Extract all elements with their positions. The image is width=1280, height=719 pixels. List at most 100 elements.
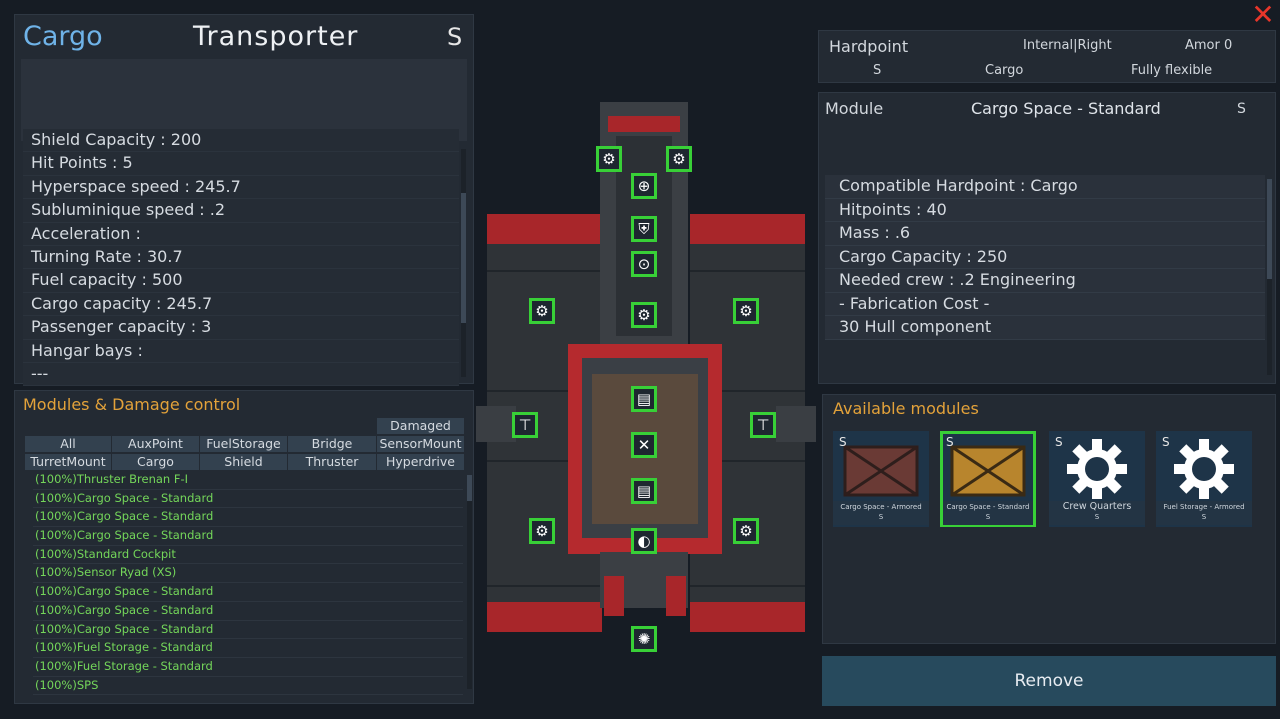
module-list-item[interactable]: (100%)Cargo Space - Standard xyxy=(33,508,463,528)
module-list-item[interactable]: (100%)Cargo Space - Standard xyxy=(33,527,463,546)
filter-damaged[interactable]: Damaged xyxy=(377,418,464,434)
filter-shield[interactable]: Shield xyxy=(200,454,287,470)
module-list-item[interactable]: (100%)Standard Cockpit xyxy=(33,546,463,565)
stat-fuel-capacity: Fuel capacity : 500 xyxy=(23,269,459,293)
card-label-background xyxy=(1156,501,1252,525)
filter-turretmount[interactable]: TurretMount xyxy=(25,454,111,470)
module-info-row: Hitpoints : 40 xyxy=(825,198,1265,222)
module-list-item[interactable]: (100%)Fuel Storage - Standard xyxy=(33,658,463,677)
cargo-crate-armored-icon xyxy=(843,445,919,497)
hardpoint-title: Hardpoint xyxy=(829,37,909,56)
card-label-background xyxy=(833,501,929,525)
gear-icon[interactable]: ⚙ xyxy=(733,518,759,544)
close-icon[interactable]: ✕ xyxy=(1251,0,1275,31)
gear-icon[interactable]: ⚙ xyxy=(631,302,657,328)
engine-icon[interactable]: ✺ xyxy=(631,626,657,652)
module-size: S xyxy=(1237,101,1246,117)
modules-damage-panel: Modules & Damage control Damaged All Aux… xyxy=(14,390,474,704)
filter-bridge[interactable]: Bridge xyxy=(288,436,376,452)
module-card-cargo-armored[interactable]: S Cargo Space - Armored S xyxy=(833,431,929,527)
filter-all[interactable]: All xyxy=(25,436,111,452)
gear-icon[interactable]: ⚙ xyxy=(666,146,692,172)
module-name: Cargo Space - Standard xyxy=(971,99,1161,118)
card-name: Cargo Space - Standard xyxy=(946,503,1030,511)
card-size-badge: S xyxy=(839,435,847,449)
card-module-size: S xyxy=(878,513,884,521)
gear-icon xyxy=(1067,439,1127,499)
module-info-panel: Module Cargo Space - Standard S Compatib… xyxy=(818,92,1276,384)
module-card-crew-quarters[interactable]: S Crew Quarters S xyxy=(1049,431,1145,527)
module-list-item[interactable]: (100%)Cargo Space - Standard xyxy=(33,621,463,640)
module-list-item[interactable]: (100%)Thruster Brenan F-I xyxy=(33,471,463,490)
module-card-fuel-storage-armored[interactable]: S Fuel Storage - Armored S xyxy=(1156,431,1252,527)
stat-passenger-capacity: Passenger capacity : 3 xyxy=(23,316,459,340)
gear-icon xyxy=(1174,439,1234,499)
radar-icon[interactable]: ◐ xyxy=(631,528,657,554)
filter-fuelstorage[interactable]: FuelStorage xyxy=(200,436,287,452)
ship-stats-list[interactable]: Shield Capacity : 200 Hit Points : 5 Hyp… xyxy=(23,129,459,387)
cargo-crate-standard-icon xyxy=(950,445,1026,497)
ship-name: Transporter xyxy=(193,21,359,52)
module-info-scrollbar[interactable] xyxy=(1267,179,1272,375)
module-list-item[interactable]: (100%)Cargo Space - Standard xyxy=(33,490,463,509)
filter-sensormount[interactable]: SensorMount xyxy=(377,436,464,452)
module-info-row: Cargo Capacity : 250 xyxy=(825,245,1265,269)
module-list-item[interactable]: (100%)Cargo Space - Standard xyxy=(33,583,463,602)
stats-scrollbar[interactable] xyxy=(461,149,466,377)
available-modules-panel: Available modules S Cargo Space - Armore… xyxy=(822,394,1276,644)
ship-type: Cargo xyxy=(23,21,103,52)
hardpoint-flexibility: Fully flexible xyxy=(1131,63,1213,78)
module-info-row: - Fabrication Cost - xyxy=(825,292,1265,316)
turret-icon[interactable]: ⊤ xyxy=(750,412,776,438)
shield-icon[interactable]: ⛨ xyxy=(631,216,657,242)
module-info-row: Needed crew : .2 Engineering xyxy=(825,269,1265,293)
module-list-item[interactable]: (100%)Cargo Space - Standard xyxy=(33,602,463,621)
module-list-scroll-thumb[interactable] xyxy=(467,475,472,501)
crosshair-icon[interactable]: ⊕ xyxy=(631,173,657,199)
remove-button[interactable]: Remove xyxy=(822,656,1276,706)
module-list-item[interactable]: (100%)Fuel Storage - Standard xyxy=(33,639,463,658)
module-card-cargo-standard[interactable]: S Cargo Space - Standard S xyxy=(940,431,1036,527)
gear-icon[interactable]: ⚙ xyxy=(529,298,555,324)
fuel-icon[interactable]: ▤ xyxy=(631,478,657,504)
stat-subluminique-speed: Subluminique speed : .2 xyxy=(23,199,459,223)
stat-shield: Shield Capacity : 200 xyxy=(23,129,459,153)
ship-header: Cargo Transporter S xyxy=(15,15,473,59)
thruster-icon[interactable]: ✕ xyxy=(631,432,657,458)
module-info-list[interactable]: Compatible Hardpoint : Cargo Hitpoints :… xyxy=(825,175,1265,375)
stat-hit-points: Hit Points : 5 xyxy=(23,152,459,176)
turret-icon[interactable]: ⊤ xyxy=(512,412,538,438)
stat-hyperspace-speed: Hyperspace speed : 245.7 xyxy=(23,175,459,200)
module-info-scroll-thumb[interactable] xyxy=(1267,179,1272,279)
ship-schematic: ⚙ ⚙ ⊕ ⛨ ⊙ ⚙ ⚙ ⚙ ▤ ⊤ ✕ ⊤ ▤ ⚙ ⚙ ◐ ✺ xyxy=(476,96,816,676)
filter-auxpoint[interactable]: AuxPoint xyxy=(112,436,199,452)
fuel-icon[interactable]: ▤ xyxy=(631,386,657,412)
card-module-size: S xyxy=(985,513,991,521)
filter-cargo[interactable]: Cargo xyxy=(112,454,199,470)
gear-icon[interactable]: ⚙ xyxy=(529,518,555,544)
stat-cargo-capacity: Cargo capacity : 245.7 xyxy=(23,292,459,317)
card-size-badge: S xyxy=(946,435,954,449)
filter-thruster[interactable]: Thruster xyxy=(288,454,376,470)
gear-icon[interactable]: ⚙ xyxy=(733,298,759,324)
ship-size: S xyxy=(447,23,463,51)
stat-hangar-bays: Hangar bays : xyxy=(23,339,459,363)
module-info-row: Mass : .6 xyxy=(825,222,1265,246)
stat-acceleration: Acceleration : xyxy=(23,222,459,246)
stats-scroll-thumb[interactable] xyxy=(461,193,466,323)
hardpoint-type: Cargo xyxy=(985,63,1024,78)
module-list-scrollbar[interactable] xyxy=(467,475,472,689)
gear-icon[interactable]: ⚙ xyxy=(596,146,622,172)
module-list-item[interactable]: (100%)Sensor Ryad (XS) xyxy=(33,564,463,584)
module-info-row: 30 Hull component xyxy=(825,316,1265,340)
hardpoint-panel: Hardpoint Internal|Right Amor 0 S Cargo … xyxy=(818,30,1276,83)
card-name: Cargo Space - Armored xyxy=(840,503,922,511)
module-list[interactable]: (100%)Thruster Brenan F-I (100%)Cargo Sp… xyxy=(33,471,463,696)
hardpoint-size: S xyxy=(873,63,882,78)
stat-turning-rate: Turning Rate : 30.7 xyxy=(23,245,459,270)
filter-hyperdrive[interactable]: Hyperdrive xyxy=(377,454,464,470)
ship-info-panel: Cargo Transporter S Shield Capacity : 20… xyxy=(14,14,474,387)
steering-wheel-icon[interactable]: ⊙ xyxy=(631,251,657,277)
module-list-item[interactable]: (100%)SPS xyxy=(33,677,463,696)
card-size-badge: S xyxy=(1055,435,1063,449)
